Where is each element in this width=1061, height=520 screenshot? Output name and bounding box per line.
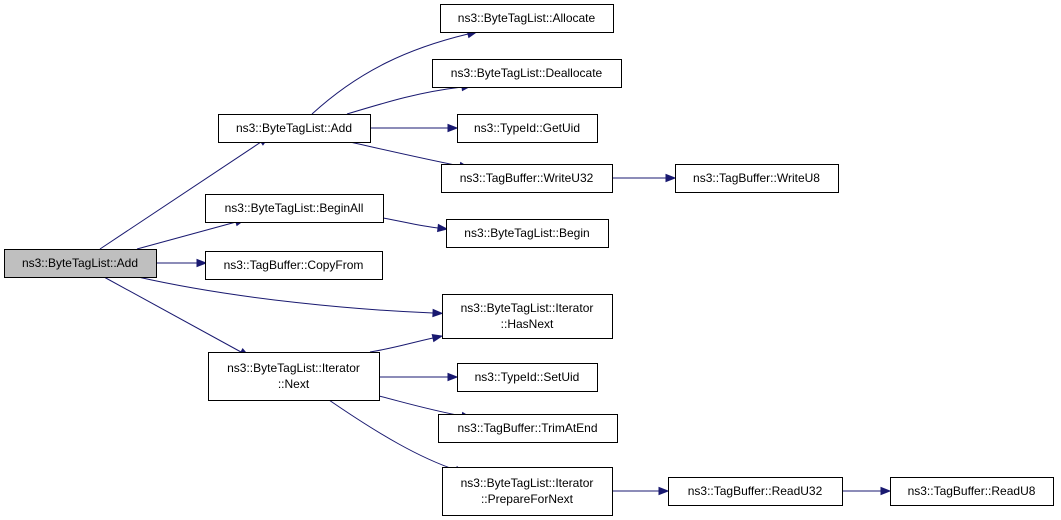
edge-preparefornext-to-readu32 — [612, 486, 670, 496]
node-writeu8[interactable]: ns3::TagBuffer::WriteU8 — [675, 164, 839, 193]
node-beginall[interactable]: ns3::ByteTagList::BeginAll — [205, 194, 384, 223]
edge-line — [328, 399, 457, 471]
node-label: ns3::TagBuffer::TrimAtEnd — [457, 421, 597, 435]
edge-line — [349, 141, 461, 167]
arrow-head — [431, 333, 444, 343]
node-label: ns3::TagBuffer::ReadU8 — [908, 484, 1036, 498]
node-btl-add[interactable]: ns3::ByteTagList::Add — [218, 114, 371, 143]
edge-beginall-to-begin — [382, 217, 449, 233]
edge-root-to-next — [103, 276, 251, 357]
edge-writeu32-to-writeu8 — [612, 173, 677, 183]
node-label: ns3::TagBuffer::ReadU32 — [688, 484, 823, 498]
node-box[interactable] — [441, 164, 613, 193]
edge-next-to-hasnext — [369, 333, 444, 353]
edge-line — [311, 33, 469, 115]
arrow-head — [196, 258, 208, 268]
node-label: ns3::ByteTagList::Deallocate — [451, 66, 603, 80]
node-hasnext[interactable]: ns3::ByteTagList::Iterator::HasNext — [442, 294, 613, 339]
node-label: ns3::ByteTagList::BeginAll — [225, 201, 364, 215]
node-label: ns3::ByteTagList::Begin — [464, 226, 589, 240]
node-label: ::HasNext — [501, 317, 554, 331]
edge-next-to-setuid — [379, 372, 459, 382]
node-next[interactable]: ns3::ByteTagList::Iterator::Next — [208, 352, 380, 401]
node-begin[interactable]: ns3::ByteTagList::Begin — [446, 219, 609, 248]
edge-root-to-btl-add — [99, 136, 270, 250]
node-copyfrom[interactable]: ns3::TagBuffer::CopyFrom — [205, 251, 383, 280]
node-box[interactable] — [4, 249, 157, 278]
node-label: ns3::ByteTagList::Iterator — [461, 476, 594, 490]
node-box[interactable] — [432, 59, 622, 88]
node-label: ns3::TypeId::GetUid — [474, 121, 580, 135]
edge-line — [346, 86, 463, 115]
edge-readu32-to-readu8 — [842, 486, 892, 496]
edge-line — [103, 276, 242, 353]
node-box[interactable] — [205, 251, 383, 280]
node-trimatend[interactable]: ns3::TagBuffer::TrimAtEnd — [438, 414, 618, 443]
nodes-layer: ns3::ByteTagList::Addns3::ByteTagList::A… — [4, 4, 1054, 516]
node-box[interactable] — [440, 4, 614, 33]
node-label: ns3::ByteTagList::Add — [22, 256, 138, 270]
node-box[interactable] — [438, 414, 618, 443]
node-readu8[interactable]: ns3::TagBuffer::ReadU8 — [890, 477, 1054, 506]
node-label: ns3::ByteTagList::Iterator — [461, 301, 594, 315]
arrow-head — [447, 123, 459, 133]
node-box[interactable] — [205, 194, 384, 223]
node-deallocate[interactable]: ns3::ByteTagList::Deallocate — [432, 59, 622, 88]
edge-root-to-hasnext — [137, 276, 444, 318]
node-box[interactable] — [668, 477, 843, 506]
node-label: ns3::TagBuffer::WriteU32 — [460, 171, 594, 185]
edge-line — [136, 221, 237, 250]
node-box[interactable] — [208, 352, 380, 401]
node-root[interactable]: ns3::ByteTagList::Add — [4, 249, 157, 278]
edge-line — [369, 337, 434, 353]
node-box[interactable] — [218, 114, 371, 143]
node-writeu32[interactable]: ns3::TagBuffer::WriteU32 — [441, 164, 613, 193]
arrow-head — [437, 223, 449, 233]
node-box[interactable] — [457, 363, 598, 392]
edge-line — [137, 276, 434, 314]
node-box[interactable] — [890, 477, 1054, 506]
arrow-head — [658, 486, 670, 496]
node-box[interactable] — [457, 114, 598, 143]
node-label: ns3::TagBuffer::WriteU8 — [693, 171, 820, 185]
node-label: ns3::ByteTagList::Allocate — [458, 11, 596, 25]
node-box[interactable] — [442, 294, 613, 339]
node-label: ns3::TypeId::SetUid — [475, 370, 580, 384]
node-preparefornext[interactable]: ns3::ByteTagList::Iterator::PrepareForNe… — [442, 467, 613, 516]
node-box[interactable] — [446, 219, 609, 248]
node-setuid[interactable]: ns3::TypeId::SetUid — [457, 363, 598, 392]
arrow-head — [447, 372, 459, 382]
edges-layer — [99, 30, 892, 496]
node-label: ns3::ByteTagList::Iterator — [227, 361, 360, 375]
node-label: ns3::ByteTagList::Add — [236, 121, 352, 135]
edge-line — [382, 217, 439, 229]
node-box[interactable] — [442, 467, 613, 516]
edge-line — [99, 141, 262, 250]
edge-root-to-beginall — [136, 218, 247, 250]
arrow-head — [665, 173, 677, 183]
edge-line — [378, 395, 463, 417]
node-allocate[interactable]: ns3::ByteTagList::Allocate — [440, 4, 614, 33]
node-box[interactable] — [675, 164, 839, 193]
edge-btl-add-to-deallocate — [346, 82, 473, 115]
node-getuid[interactable]: ns3::TypeId::GetUid — [457, 114, 598, 143]
node-label: ::PrepareForNext — [481, 492, 574, 506]
node-label: ::Next — [278, 377, 310, 391]
arrow-head — [432, 308, 444, 318]
node-label: ns3::TagBuffer::CopyFrom — [224, 258, 364, 272]
edge-btl-add-to-getuid — [370, 123, 459, 133]
node-readu32[interactable]: ns3::TagBuffer::ReadU32 — [668, 477, 843, 506]
arrow-head — [880, 486, 892, 496]
edge-root-to-copyfrom — [156, 258, 208, 268]
